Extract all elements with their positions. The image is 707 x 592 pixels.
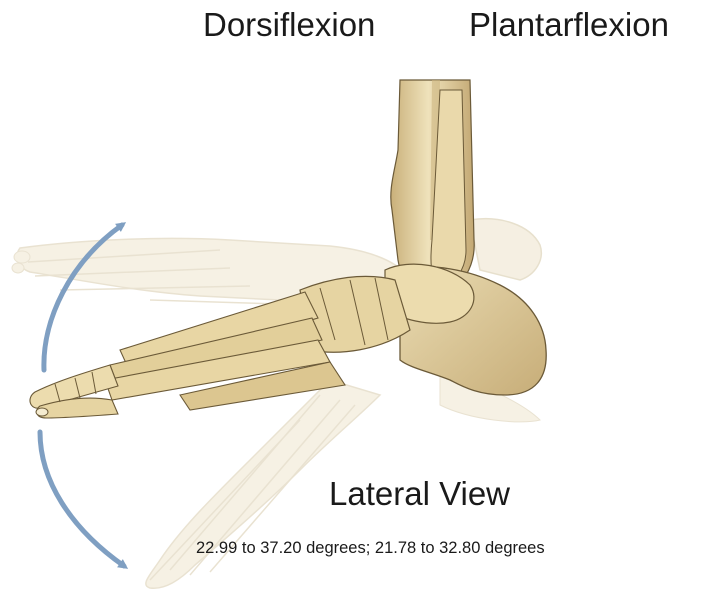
plantarflexion-label: Plantarflexion (469, 8, 669, 41)
curved-arrow-down-icon (40, 432, 124, 566)
range-of-motion-caption: 22.99 to 37.20 degrees; 21.78 to 32.80 d… (196, 540, 545, 557)
dorsiflexion-label: Dorsiflexion (203, 8, 375, 41)
ghost-calcaneus (470, 219, 541, 280)
view-label: Lateral View (329, 477, 510, 510)
